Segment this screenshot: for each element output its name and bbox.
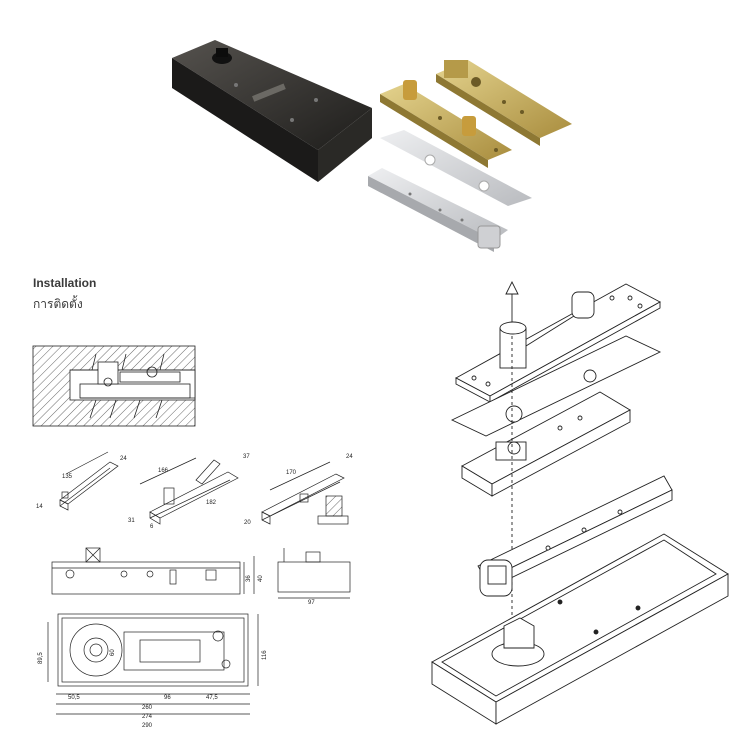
dim-182: 182 (206, 500, 217, 506)
dim-89-5: 89,5 (38, 652, 44, 664)
dim-260: 260 (142, 705, 153, 711)
brass-top-pivot-photo (436, 60, 572, 146)
dim-24-left: 24 (120, 456, 127, 462)
dim-37: 37 (243, 454, 250, 460)
dim-14: 14 (36, 504, 43, 510)
steel-arm-photo (368, 168, 508, 252)
steel-plate-photo (380, 130, 532, 206)
installation-subheading: การติดตั้ง (33, 297, 83, 311)
floor-closer-photo (172, 40, 372, 182)
dim-135: 135 (62, 474, 73, 480)
dim-6: 6 (150, 524, 154, 530)
pivot-sketch-left (59, 451, 119, 511)
exploded-assembly-drawing (431, 280, 729, 725)
dim-274: 274 (142, 714, 153, 720)
dim-36: 36 (246, 575, 252, 582)
dim-96: 96 (164, 695, 171, 701)
dim-290: 290 (142, 723, 153, 729)
dim-24-right: 24 (346, 454, 353, 460)
dim-170: 170 (286, 470, 297, 476)
dim-60: 60 (110, 649, 116, 656)
dim-31: 31 (128, 518, 135, 524)
plan-view-drawing (47, 613, 259, 715)
dim-97: 97 (308, 600, 315, 606)
dim-40: 40 (258, 575, 264, 582)
dim-116: 116 (262, 650, 268, 660)
pivot-sketch-middle (139, 457, 239, 525)
dim-50-5: 50,5 (68, 695, 80, 701)
brass-pivot-plate-photo (380, 80, 512, 168)
end-section-drawing (277, 548, 351, 599)
dim-47-5: 47,5 (206, 695, 218, 701)
side-elevation-drawing (51, 547, 255, 595)
dim-166: 166 (158, 468, 169, 474)
dim-20: 20 (244, 520, 251, 526)
installation-heading: Installation (33, 276, 97, 290)
pivot-sketch-right (261, 461, 349, 525)
floor-section-drawing (32, 345, 196, 427)
